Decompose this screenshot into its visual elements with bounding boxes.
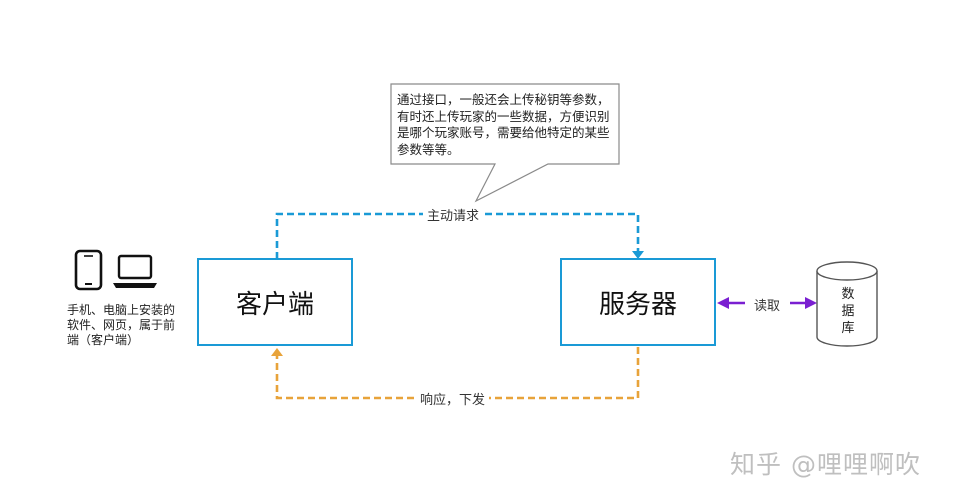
database-cylinder-icon [816,261,878,347]
read-write-label: 读取 [754,299,781,314]
server-box [560,258,716,346]
db-link [717,297,817,309]
client-box [197,258,353,346]
callout-text: 通过接口，一般还会上传秘钥等参数，有时还上传玩家的一些数据，方便识别是哪个玩家账… [397,92,610,157]
response-arrowhead [271,348,283,356]
request-arrowhead [632,251,644,259]
devices-caption: 手机、电脑上安装的软件、网页，属于前端（客户端） [67,303,176,347]
request-label: 主动请求 [423,205,484,224]
client-label: 客户端 [235,289,314,320]
phone-icon [74,249,103,291]
callout-bubble [390,83,620,203]
server-label: 服务器 [598,289,677,320]
database-label: 数据库 [841,287,855,336]
watermark: 知乎 @哩哩啊吹 [730,450,921,479]
response-label: 响应，下发 [416,389,490,408]
laptop-icon [113,254,157,288]
